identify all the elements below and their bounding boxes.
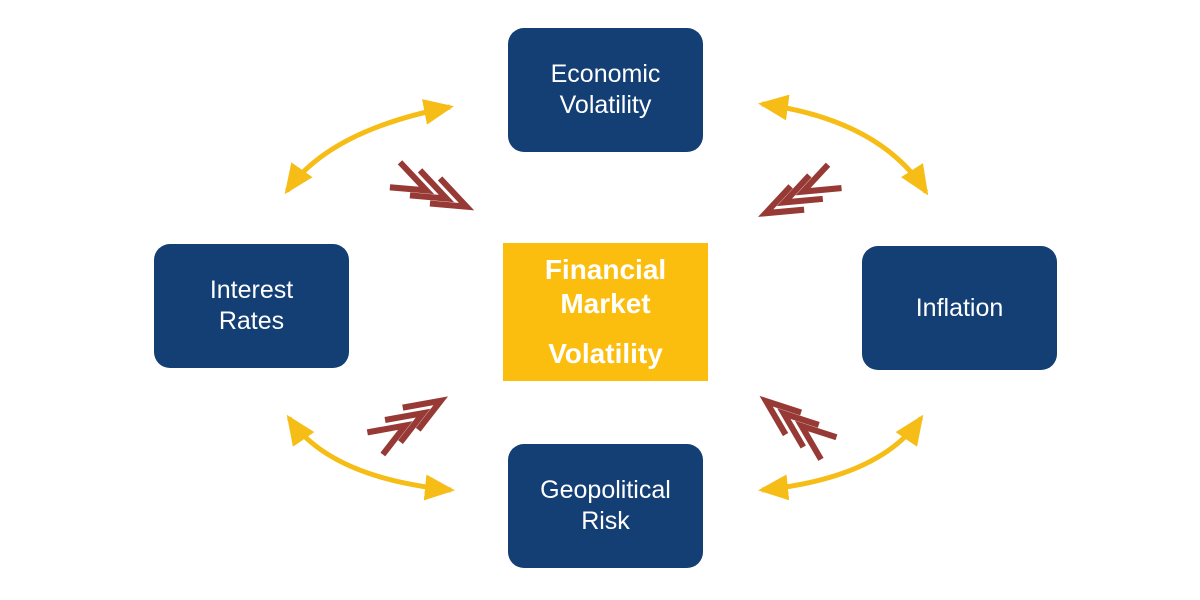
node-economic-volatility-label: Economic Volatility — [550, 60, 661, 119]
center-financial-market-volatility: Financial Market Volatility — [503, 243, 708, 381]
cycle-arrow-top-right — [758, 94, 929, 196]
influence-chevron-bottom-left — [366, 396, 449, 457]
node-geopolitical-risk: Geopolitical Risk — [508, 444, 703, 568]
node-interest-rates-label: Interest Rates — [209, 276, 294, 335]
cycle-arrow-top-left — [284, 99, 454, 195]
center-line-2: Market — [560, 288, 651, 319]
cycle-arrow-bottom-right — [758, 414, 924, 501]
center-line-3: Volatility — [548, 338, 663, 369]
node-economic-volatility: Economic Volatility — [508, 28, 703, 152]
node-inflation: Inflation — [862, 246, 1057, 370]
node-inflation-label: Inflation — [915, 293, 1004, 322]
center-line-1: Financial — [544, 254, 667, 285]
influence-chevron-bottom-right — [759, 395, 838, 461]
influence-chevron-top-left — [389, 160, 475, 211]
node-geopolitical-risk-label: Geopolitical Risk — [540, 476, 671, 535]
node-interest-rates: Interest Rates — [154, 244, 349, 368]
influence-chevron-top-right — [758, 162, 842, 217]
cycle-arrow-bottom-left — [286, 414, 455, 501]
